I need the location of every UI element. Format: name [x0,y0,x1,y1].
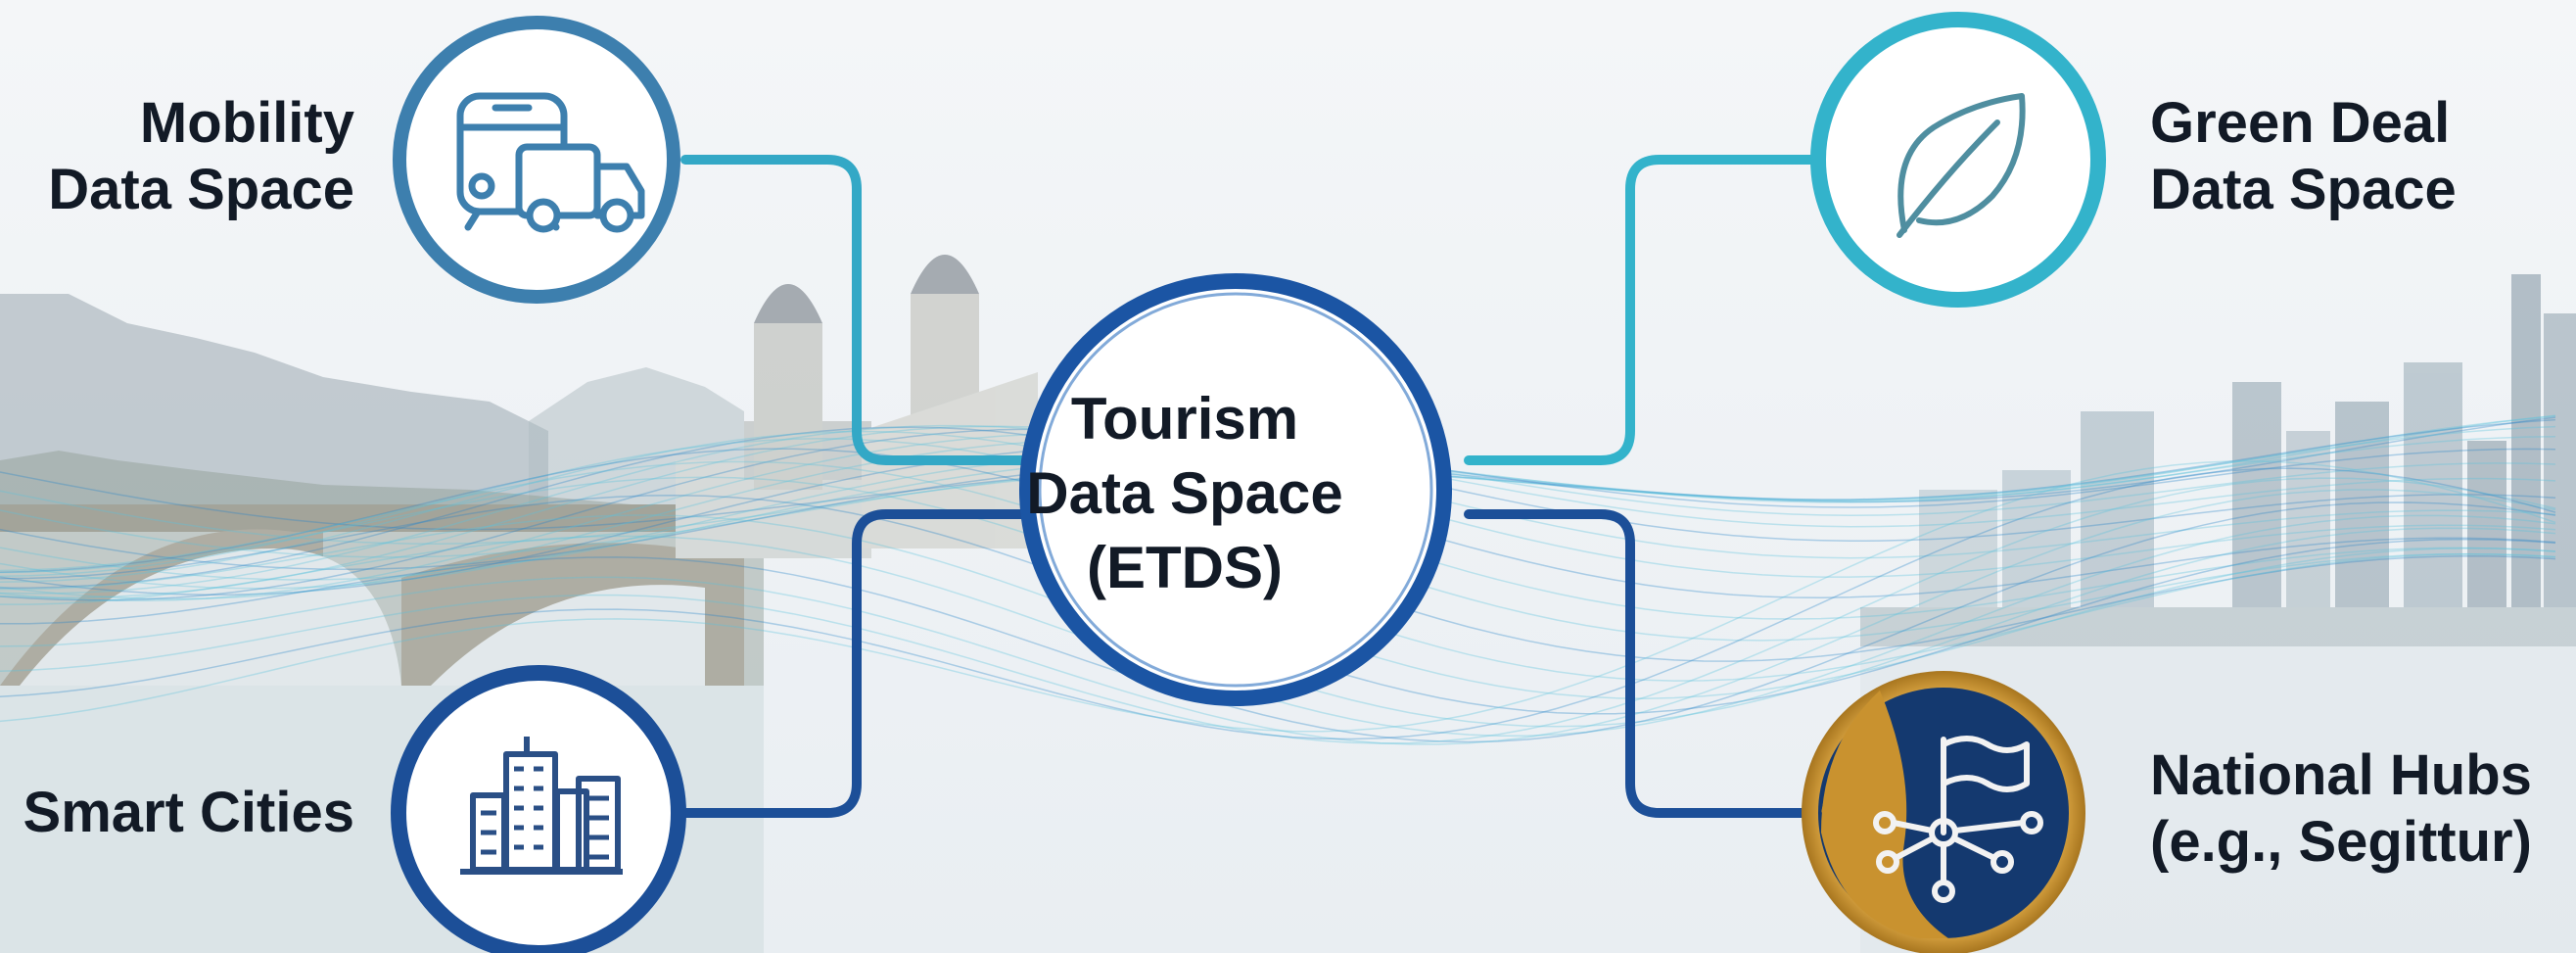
center-node-etds[interactable] [1019,273,1452,706]
connectors [671,155,1816,818]
national-hubs-node[interactable] [1802,671,2085,953]
center-label: Tourism Data Space (ETDS) [1018,382,1351,605]
leaf-icon [1897,93,2026,238]
national-hubs-label-line1: National Hubs [2150,743,2532,807]
center-label-line2: Data Space [1026,460,1343,526]
national-hubs-label-line2: (e.g., Segittur) [2150,810,2532,874]
wave-line [0,460,2556,733]
flag-network-icon [1873,736,2043,903]
smart-cities-label: Smart Cities [0,780,354,846]
bridge-deck [0,504,744,532]
green-deal-label: Green Deal Data Space [2150,90,2561,223]
center-label-line3: (ETDS) [1087,535,1283,600]
connector-smart-cities [671,509,1033,818]
bus-and-truck-icon [456,92,645,233]
connector-national-hubs [1464,509,1816,818]
wave-line [0,501,2556,743]
landscape-left [0,255,1038,953]
church-tower-left [754,323,822,490]
center-label-line1: Tourism [1070,386,1299,452]
wave-line [0,489,2556,745]
mobility-label-line1: Mobility [139,91,354,155]
connector-mobility [680,155,1033,465]
green-deal-node[interactable] [1810,12,2106,308]
green-deal-label-line2: Data Space [2150,158,2457,221]
mobility-label: Mobility Data Space [0,90,354,223]
green-deal-label-line1: Green Deal [2150,91,2451,155]
buildings-icon [460,737,623,875]
mobility-node[interactable] [393,16,680,304]
wave-line [0,467,2556,740]
wave-line [0,477,2556,744]
connector-green-deal [1464,155,1816,465]
mobility-label-line2: Data Space [48,158,354,221]
national-hubs-label: National Hubs (e.g., Segittur) [2150,742,2571,876]
smart-cities-label-line1: Smart Cities [23,781,354,844]
smart-cities-node[interactable] [391,665,686,953]
